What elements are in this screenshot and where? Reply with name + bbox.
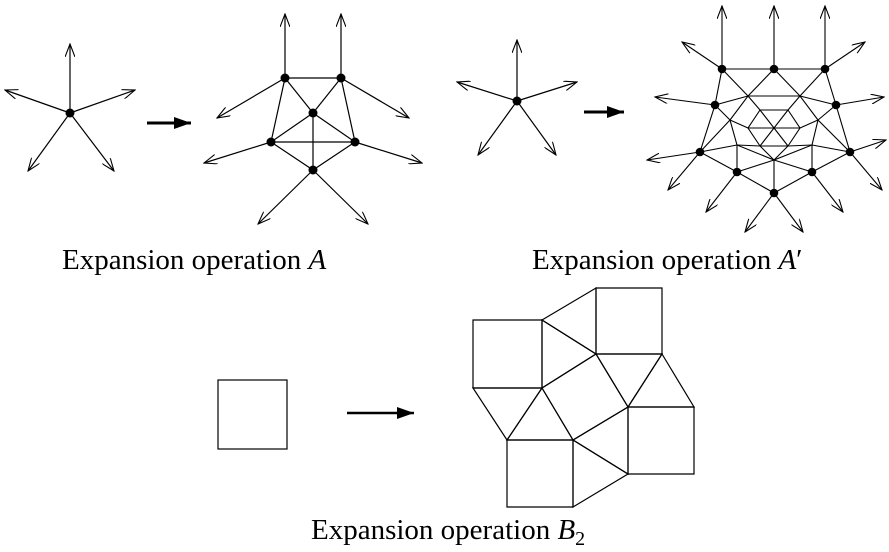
star-five-arrows-a-prime xyxy=(457,40,577,155)
single-square xyxy=(217,379,288,450)
center-vertex xyxy=(65,108,75,118)
expanded-graph-a-prime xyxy=(647,6,886,232)
caption-operation-a-text: Expansion operation xyxy=(62,244,302,276)
caption-operation-b2-text: Expansion operation xyxy=(311,514,551,546)
expanded-graph-a xyxy=(204,14,422,224)
caption-operation-b2: Expansion operation B2 xyxy=(311,514,586,550)
caption-operation-a-prime-symbol: A xyxy=(778,244,797,276)
caption-operation-a-prime: Expansion operation A′ xyxy=(532,246,803,275)
caption-operation-b2-symbol: B xyxy=(557,514,576,546)
caption-operation-b2-subscript: 2 xyxy=(575,528,586,550)
caption-operation-a-prime-mark: ′ xyxy=(796,244,803,276)
caption-operation-a: Expansion operation A xyxy=(62,246,326,275)
expanded-tiling-b2 xyxy=(471,286,696,509)
star-five-arrows-a xyxy=(5,44,135,171)
caption-operation-a-symbol: A xyxy=(308,244,327,276)
caption-operation-a-prime-text: Expansion operation xyxy=(532,244,772,276)
